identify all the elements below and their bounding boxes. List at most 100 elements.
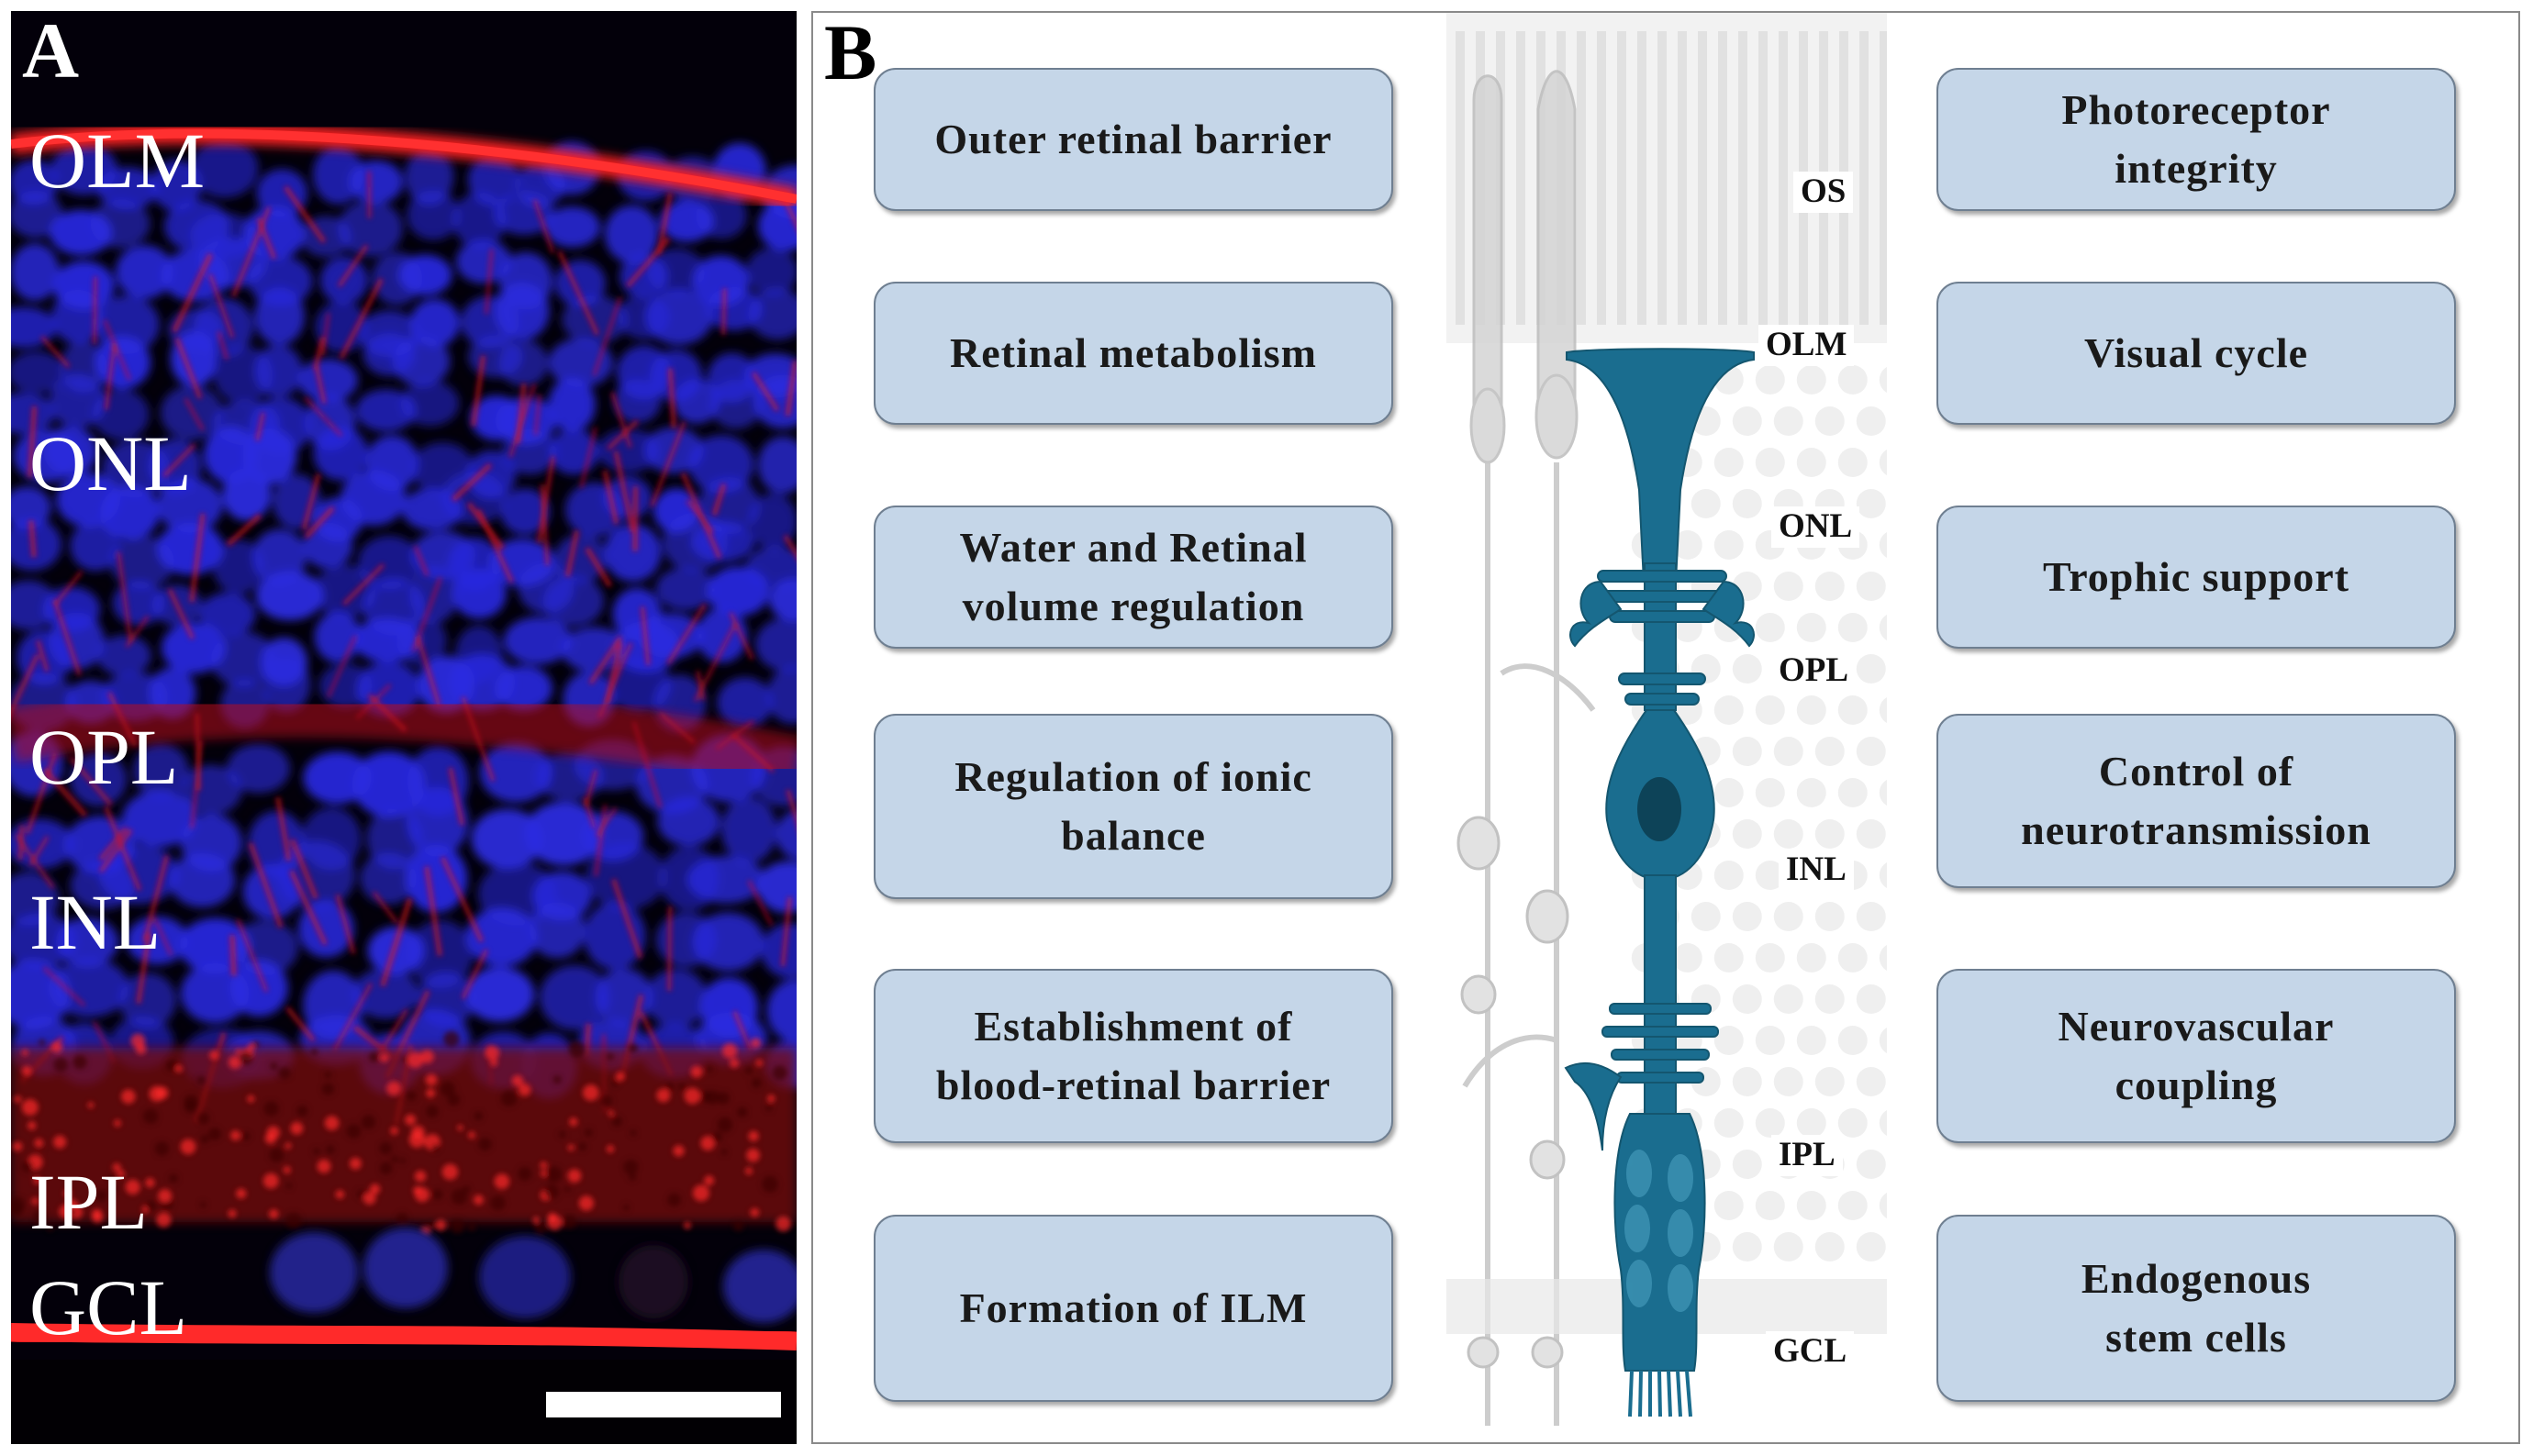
ipl-speckle [263,1101,279,1117]
os-stripe [1718,31,1727,325]
bg-cell-dot [1856,489,1886,518]
ipl-speckle [711,1131,723,1143]
nucleus-mark [717,677,773,728]
nucleus-mark [692,912,764,972]
ipl-speckle [500,1090,518,1106]
membrane-mark [693,622,738,703]
bg-cell-dot [1755,861,1785,890]
ipl-speckle [239,1050,253,1065]
retina-micrograph [11,11,797,1444]
membrane-mark [321,313,330,356]
nucleus-mark [355,389,417,432]
membrane-mark [285,1006,316,1042]
nucleus-mark [645,969,708,1028]
layer-label-olm: OLM [1758,325,1855,366]
bg-cell-dot [1856,572,1886,601]
membrane-mark [613,450,636,532]
membrane-mark [98,826,128,861]
ipl-speckle [606,1145,615,1153]
ipl-speckle [208,1050,219,1061]
bg-cell-dot [1755,1026,1785,1055]
nucleus-mark [745,248,797,296]
layer-label-inl: INL [1779,850,1854,891]
ipl-speckle [457,1125,463,1131]
ipl-speckle [169,1173,179,1184]
nucleus-mark [657,796,720,847]
ipl-speckle [310,1048,318,1056]
membrane-mark [167,587,195,640]
membrane-mark [275,796,292,861]
micro-label-gcl: GCL [29,1263,187,1351]
ipl-speckle [684,1087,701,1105]
bg-cell-dot [1879,450,1887,475]
ipl-speckle [684,1221,691,1229]
scale-bar [546,1392,781,1417]
ipl-speckle [729,1058,740,1068]
ipl-speckle [121,1089,136,1105]
membrane-mark [424,866,443,957]
membrane-mark [411,576,442,652]
bg-cell-dot [1755,448,1785,477]
membrane-mark [117,551,133,642]
function-label: Regulation of ionic balance [954,753,1312,859]
ipl-speckle [629,1173,637,1182]
membrane-mark [104,343,117,410]
bg-cell-dot [1755,1191,1785,1220]
membrane-mark [413,545,430,577]
bg-cell-dot [1879,945,1887,971]
bg-cell-dot [1856,654,1886,684]
bg-cell-dot [1856,406,1886,436]
ipl-speckle [411,1125,425,1139]
membrane-mark [256,217,277,260]
bg-cell-dot [1837,695,1868,725]
nucleus-mark [11,486,51,529]
nucleus-mark [115,245,173,299]
ipl-speckle [545,1166,563,1183]
ipl-speckle [125,1179,140,1195]
nucleus-mark [754,617,797,672]
nucleus-mark [55,917,119,967]
bg-cell-dot [1732,406,1762,436]
membrane-mark [136,932,151,1005]
ipl-speckle [558,1130,566,1139]
ipl-speckle [425,1073,438,1086]
membrane-mark [98,828,133,873]
membrane-mark [28,835,50,867]
nucleus-mark [396,616,447,666]
membrane-mark [585,546,613,588]
ipl-speckle [290,1121,304,1135]
ipl-speckle [92,1208,103,1219]
nucleus-mark [604,205,659,263]
bg-cell-dot [1691,489,1721,518]
membrane-mark [611,878,643,960]
ipl-speckle [568,1041,586,1058]
bg-cell-dot [1879,1028,1887,1053]
function-label: Visual cycle [2083,329,2309,376]
nucleus-mark [313,564,376,618]
membrane-mark [606,419,640,451]
membrane-mark [153,917,173,956]
ipl-speckle [369,1184,381,1195]
ipl-speckle [14,1095,22,1103]
ipl-speckle [532,1217,541,1224]
bg-cell-dot [1796,448,1826,477]
ipl-speckle [485,1045,500,1061]
ipl-speckle [750,1207,760,1217]
os-stripe [1758,31,1768,325]
ipl-speckle [406,1091,417,1101]
nucleus-mark [397,254,452,296]
bg-cell-dot [1713,943,1744,973]
layer-label-onl: ONL [1771,506,1860,548]
ipl-speckle [184,1095,199,1109]
bg-cell-dot [1856,1232,1886,1261]
membrane-mark [461,949,489,1000]
ipl-speckle [764,1104,773,1112]
ipl-speckle [39,1039,46,1046]
ipl-speckle [748,1130,759,1141]
ipl-speckle [426,1088,436,1098]
membrane-mark [288,870,328,946]
nucleus-mark [400,381,460,427]
ipl-speckle [240,1131,251,1141]
bg-cell-dot [1713,1191,1744,1220]
bg-cell-dot [1773,572,1803,601]
